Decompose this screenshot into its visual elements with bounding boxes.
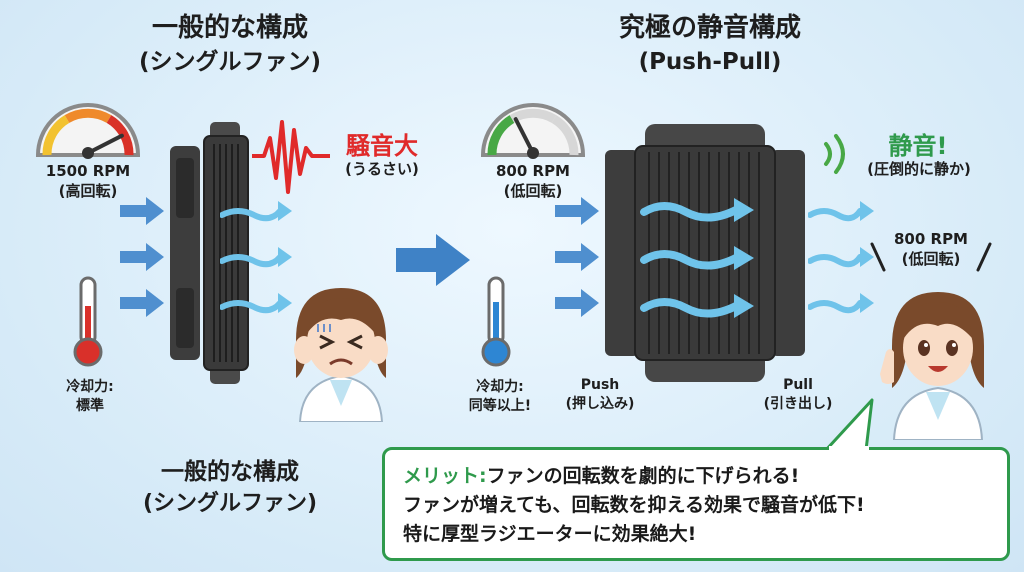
inflow-arrows-right	[555, 197, 599, 317]
sound-wave-icon	[252, 120, 330, 194]
arrow-right-icon	[396, 234, 470, 286]
thermometer-red-icon	[73, 276, 103, 367]
right-cooling-label: 冷却力:	[476, 379, 524, 395]
inflow-arrows-left	[120, 197, 164, 317]
right-rpm-note: (低回転)	[503, 182, 563, 200]
pull-note: (引き出し)	[763, 396, 833, 412]
noise-label: 騒音大	[346, 132, 418, 160]
quiet-note: (圧倒的に静か)	[867, 160, 971, 178]
quiet-label: 静音!	[888, 132, 948, 160]
worried-scientist-character	[294, 288, 388, 422]
happy-scientist-character	[880, 292, 984, 440]
noise-note: (うるさい)	[345, 160, 419, 178]
air-flow-through-radiator	[640, 198, 754, 318]
benefit-box: メリット:ファンの回転数を劇的に下げられる! ファンが増えても、回転数を抑える効…	[382, 447, 1010, 561]
emphasis-lines	[870, 242, 992, 272]
soft-sound-icon	[824, 134, 845, 174]
right-rpm-2: 800 RPM	[893, 230, 968, 248]
speech-pointer	[826, 398, 874, 452]
right-cooling-value: 同等以上!	[468, 398, 532, 414]
push-label: Push	[580, 377, 620, 393]
air-flow-left	[220, 201, 292, 314]
benefit-line-3: 特に厚型ラジエーターに効果絶大!	[403, 523, 697, 545]
single-fan-radiator	[170, 122, 249, 384]
pull-label: Pull	[783, 377, 813, 393]
left-cooling-value: 標準	[76, 398, 104, 414]
bottom-left-subtitle: (シングルファン)	[142, 491, 318, 516]
right-subtitle: (Push-Pull)	[638, 49, 782, 75]
left-subtitle: (シングルファン)	[138, 49, 322, 75]
right-rpm-2-note: (低回転)	[901, 250, 961, 268]
benefit-line-1-text: ファンの回転数を劇的に下げられる!	[486, 465, 800, 487]
benefit-line-2: ファンが増えても、回転数を抑える効果で騒音が低下!	[403, 494, 865, 516]
speedometer-low-icon	[480, 103, 586, 159]
left-rpm-note: (高回転)	[58, 182, 118, 200]
pointer-seam	[829, 446, 869, 451]
right-title: 究極の静音構成	[618, 13, 801, 43]
benefit-line-1: メリット:ファンの回転数を劇的に下げられる!	[403, 462, 989, 491]
push-note: (押し込み)	[565, 396, 635, 412]
air-flow-out-right	[808, 201, 874, 314]
left-rpm: 1500 RPM	[45, 162, 131, 180]
left-title: 一般的な構成	[151, 13, 308, 43]
thermometer-blue-icon	[481, 276, 511, 367]
left-cooling-label: 冷却力:	[66, 379, 114, 395]
bottom-left-title: 一般的な構成	[161, 459, 299, 485]
benefit-lead: メリット:	[403, 465, 487, 487]
right-rpm: 800 RPM	[495, 162, 570, 180]
speedometer-high-icon	[35, 103, 141, 159]
